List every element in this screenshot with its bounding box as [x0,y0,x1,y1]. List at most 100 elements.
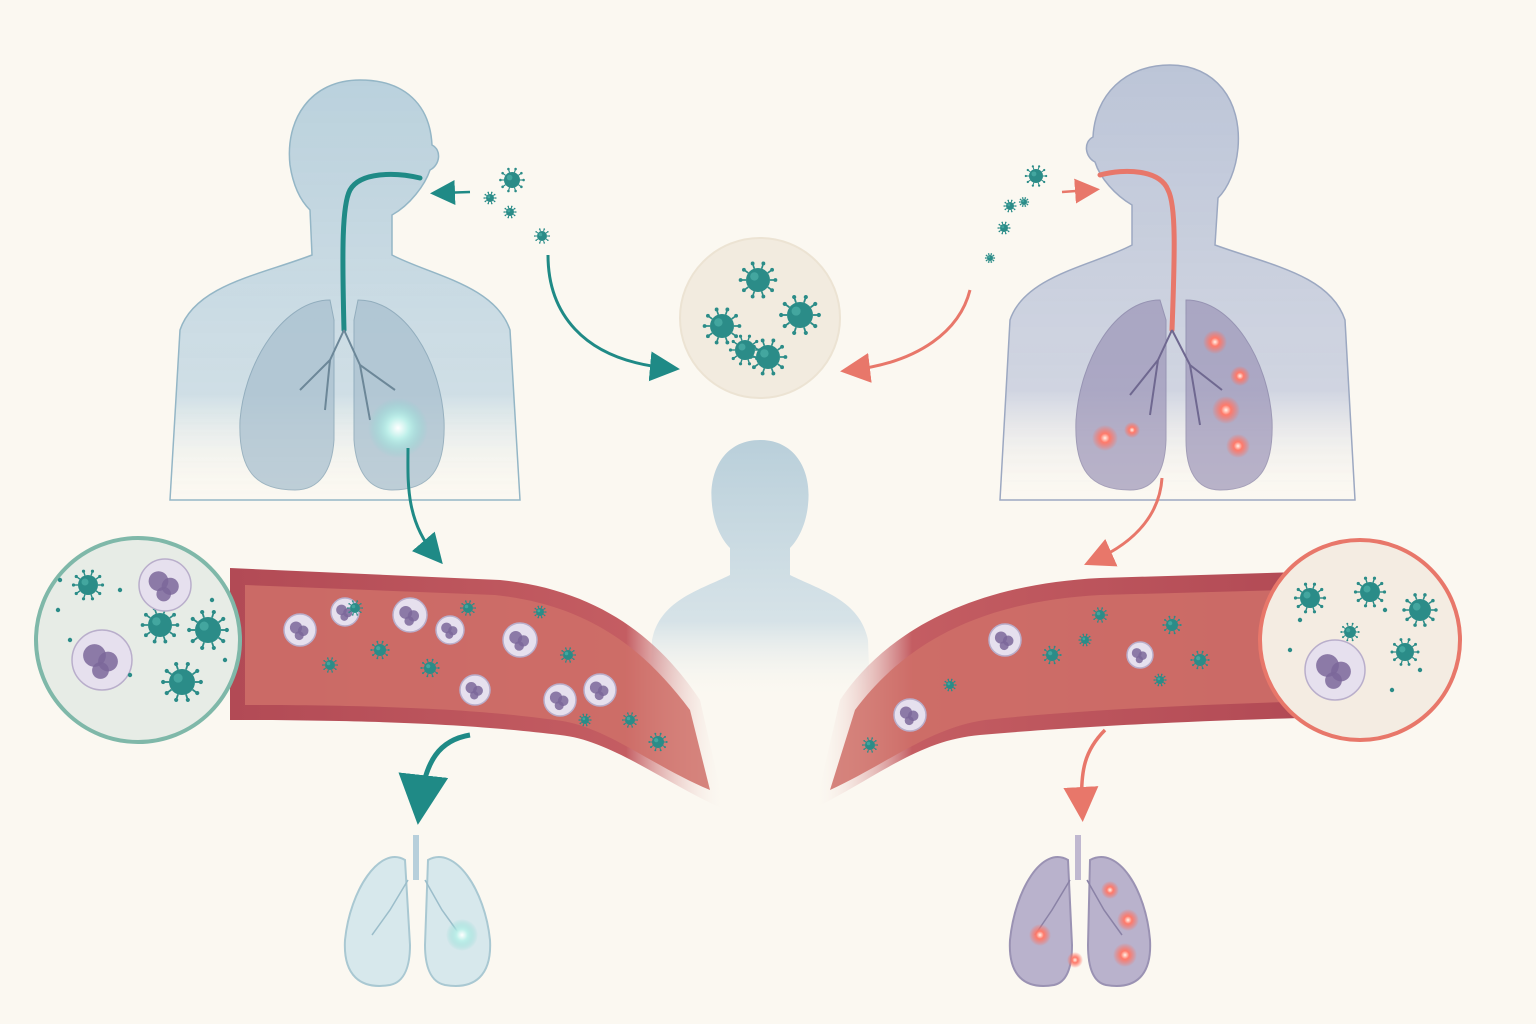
debris-dot [67,637,73,643]
virus-icon [1091,607,1109,623]
susceptible-zoom-circle [1258,538,1462,742]
airborne-viruses [483,165,1048,263]
neutrophil-icon [1126,641,1154,669]
protected-blood-vessel [230,568,725,810]
debris-dot [1417,667,1423,673]
virus-icon [943,678,957,692]
arrow-icon [406,447,443,565]
protected-host-lungs [239,299,445,491]
debris-dot [127,672,133,678]
debris-dot [117,587,123,593]
virus-icon [1340,622,1360,642]
neutrophil-icon [502,622,538,658]
virus-icon [1162,615,1182,635]
virus-icon [1353,576,1387,608]
neutrophil-icon [988,623,1022,657]
debris-dot [1287,647,1293,653]
susceptible-host-body [999,64,1356,501]
virus-icon [648,732,668,752]
virus-icon [1190,650,1210,670]
right-vessel-contents [861,607,1210,753]
neutrophil-icon [71,629,133,691]
virus-pool-contents [702,261,821,376]
virus-icon [997,221,1011,235]
protected-host [169,79,521,565]
neutrophil-icon [583,673,617,707]
virus-icon [459,600,477,616]
virus-icon [533,228,551,244]
vessel-lumen-right [830,590,1285,790]
neutral-person-silhouette [650,440,870,700]
neutral-person-figure [650,440,870,700]
neutrophil-icon [435,615,465,645]
virus-pool [546,237,972,399]
virus-icon [370,640,390,660]
virus-icon [1024,165,1048,187]
arrow-icon [1084,477,1164,567]
virus-icon [702,307,742,345]
protected-outcome [343,732,492,987]
virus-icon [1078,633,1092,647]
neutrophil-icon [138,558,192,612]
virus-icon [71,569,105,601]
debris-dot [57,577,63,583]
neutrophil-icon [1304,639,1366,701]
virus-icon [578,713,592,727]
susceptible-lung-inflammation [1092,330,1250,458]
debris-dot [55,607,61,613]
lungs-icon [343,835,492,987]
protected-lung-infection-glow [368,398,428,458]
susceptible-outcome [1008,728,1152,987]
virus-icon [861,737,879,753]
virus-icon [1390,638,1420,666]
virus-icon [321,657,339,673]
virus-icon [483,191,497,205]
protected-host-airway [340,171,423,333]
susceptible-host-airway [1097,168,1177,333]
arrow-icon [430,180,471,205]
virus-icon [738,261,778,299]
susceptible-zoom-contents [1287,576,1438,701]
protected-zoom-circle [34,536,242,744]
virus-pool-circle [679,237,841,399]
virus-icon [1003,199,1017,213]
debris-dot [209,597,215,603]
debris-dot [1297,617,1303,623]
virus-icon [533,605,547,619]
susceptible-host [999,64,1356,567]
virus-icon [346,600,364,616]
virus-icon [1018,197,1030,207]
neutrophil-icon [392,597,428,633]
virus-icon [503,205,517,219]
virus-icon [1293,582,1327,614]
virus-icon [187,609,229,651]
virus-icon [748,338,788,376]
debris-dot [222,657,228,663]
debris-dot [1382,607,1388,613]
virus-icon [779,294,821,336]
virus-icon [621,712,639,728]
neutrophil-icon [459,674,491,706]
virus-icon [1402,593,1438,627]
virus-icon [161,661,203,703]
protected-zoom-contents [55,558,229,703]
arrow-icon [398,732,471,825]
virus-icon [1153,673,1167,687]
arrow-icon [1063,728,1107,822]
virus-icon [420,658,440,678]
arrow-icon [1061,178,1100,204]
neutrophil-icon [543,683,577,717]
arrow-icon [840,289,972,383]
susceptible-blood-vessel [815,572,1300,808]
virus-icon [559,647,577,663]
virus-icon [984,253,996,263]
virus-icon [1042,645,1062,665]
neutrophil-icon [893,698,927,732]
lungs-icon [1008,835,1152,987]
left-vessel-contents [283,597,668,752]
arrow-icon [546,254,680,382]
debris-dot [1389,687,1395,693]
virus-icon [499,167,525,193]
